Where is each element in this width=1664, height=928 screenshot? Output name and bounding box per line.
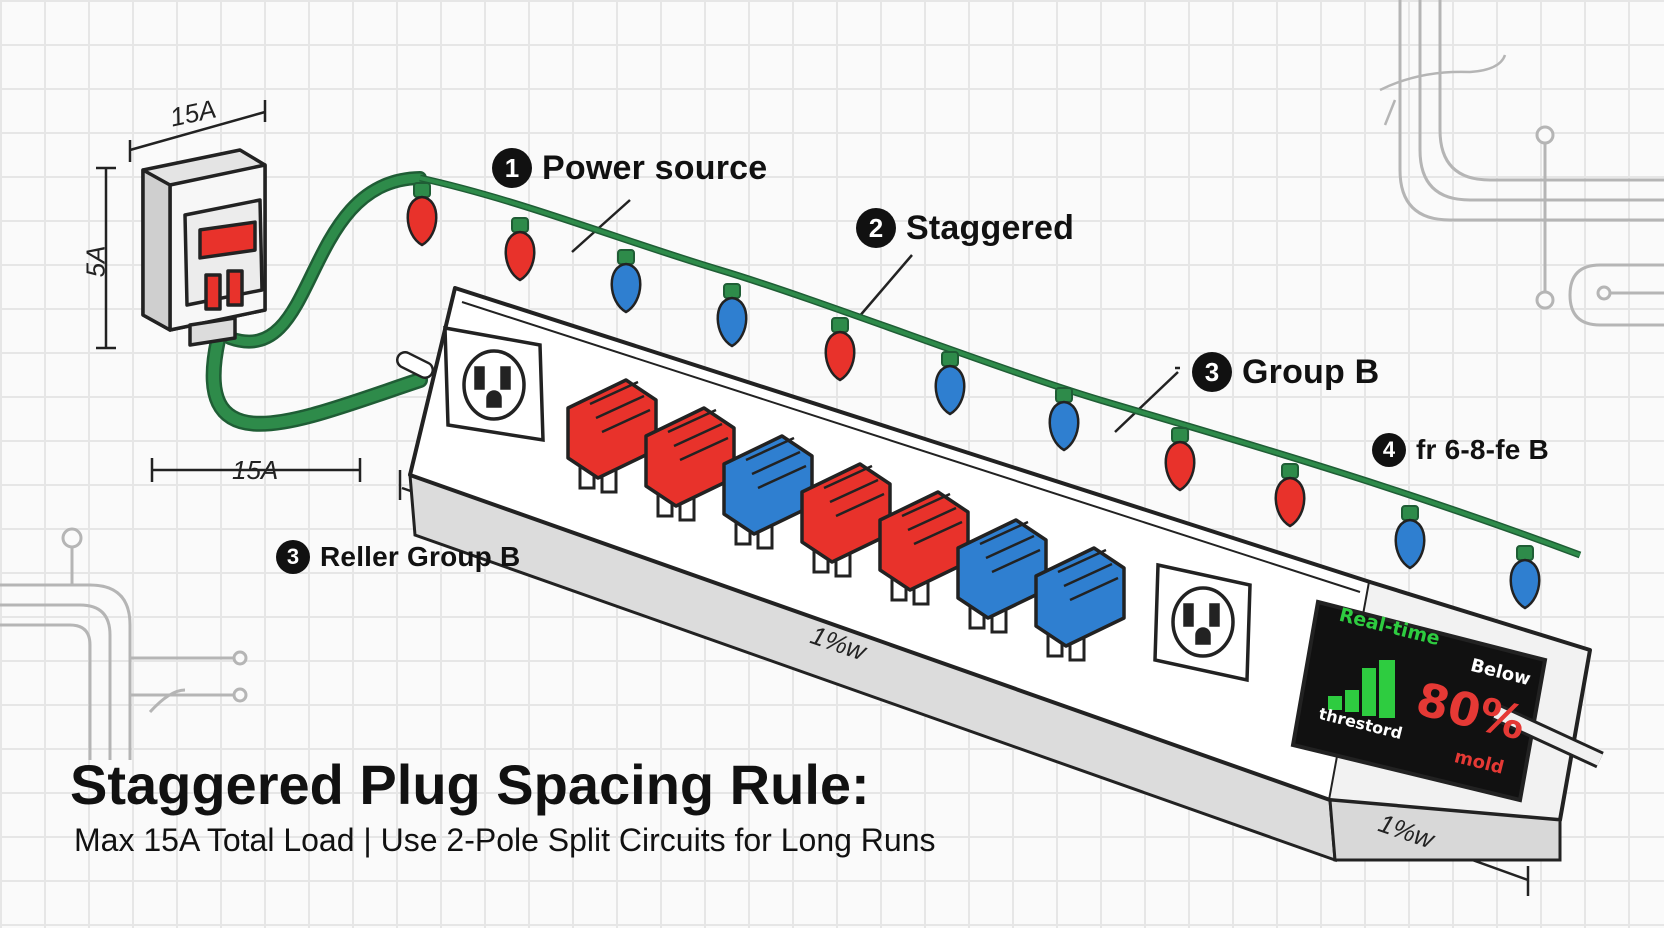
callout-label: Power source <box>542 148 768 187</box>
dimension-label-left: 5A <box>80 245 111 278</box>
page-subtitle: Max 15A Total Load | Use 2-Pole Split Ci… <box>74 822 936 858</box>
blue-bulb <box>1048 387 1080 452</box>
callout-number: 2 <box>856 208 896 248</box>
callout-label: fr 6-8-fe B <box>1416 434 1549 465</box>
circuit-traces-bottom-left <box>0 527 248 760</box>
callout-label: Staggered <box>906 208 1075 247</box>
callout-label: Reller Group B <box>320 541 521 572</box>
callout-power-source: 1 Power source <box>492 148 767 188</box>
page-title: Staggered Plug Spacing Rule: <box>70 753 870 816</box>
callout-number: 4 <box>1372 433 1406 467</box>
callout-fr-group: 4 fr 6-8-fe B <box>1372 433 1549 467</box>
callout-label: Group B <box>1242 352 1380 391</box>
blue-plug <box>1034 546 1126 662</box>
red-plug <box>878 490 970 606</box>
blue-bulb <box>716 283 748 348</box>
blue-bulb <box>1509 545 1541 610</box>
blue-plug <box>722 434 814 550</box>
callout-reller-group-b: 3 Reller Group B <box>276 540 520 574</box>
callout-number: 3 <box>276 540 310 574</box>
red-bulb <box>824 317 856 382</box>
circuit-traces-top-right <box>1379 0 1664 327</box>
outlet-right <box>1153 562 1252 683</box>
callout-staggered: 2 Staggered <box>856 208 1074 248</box>
red-bulb <box>406 182 438 247</box>
blue-bulb <box>934 351 966 416</box>
red-plug <box>644 406 736 522</box>
callout-group-b: 3 Group B <box>1192 352 1379 392</box>
blue-bulb <box>1394 505 1426 570</box>
outlet-left <box>443 325 545 443</box>
power-cords <box>205 171 434 432</box>
wall-adapter <box>141 148 267 347</box>
plug-row <box>566 378 1126 662</box>
monitor-screen <box>1290 599 1604 803</box>
blue-bulb <box>610 249 642 314</box>
red-bulb <box>504 217 536 282</box>
dimension-label-lower: 15A <box>232 455 279 485</box>
red-bulb <box>1274 463 1306 528</box>
light-bulbs <box>406 182 1541 610</box>
red-plug <box>800 462 892 578</box>
callout-number: 1 <box>492 148 532 188</box>
callout-number: 3 <box>1192 352 1232 392</box>
red-bulb <box>1164 427 1196 492</box>
